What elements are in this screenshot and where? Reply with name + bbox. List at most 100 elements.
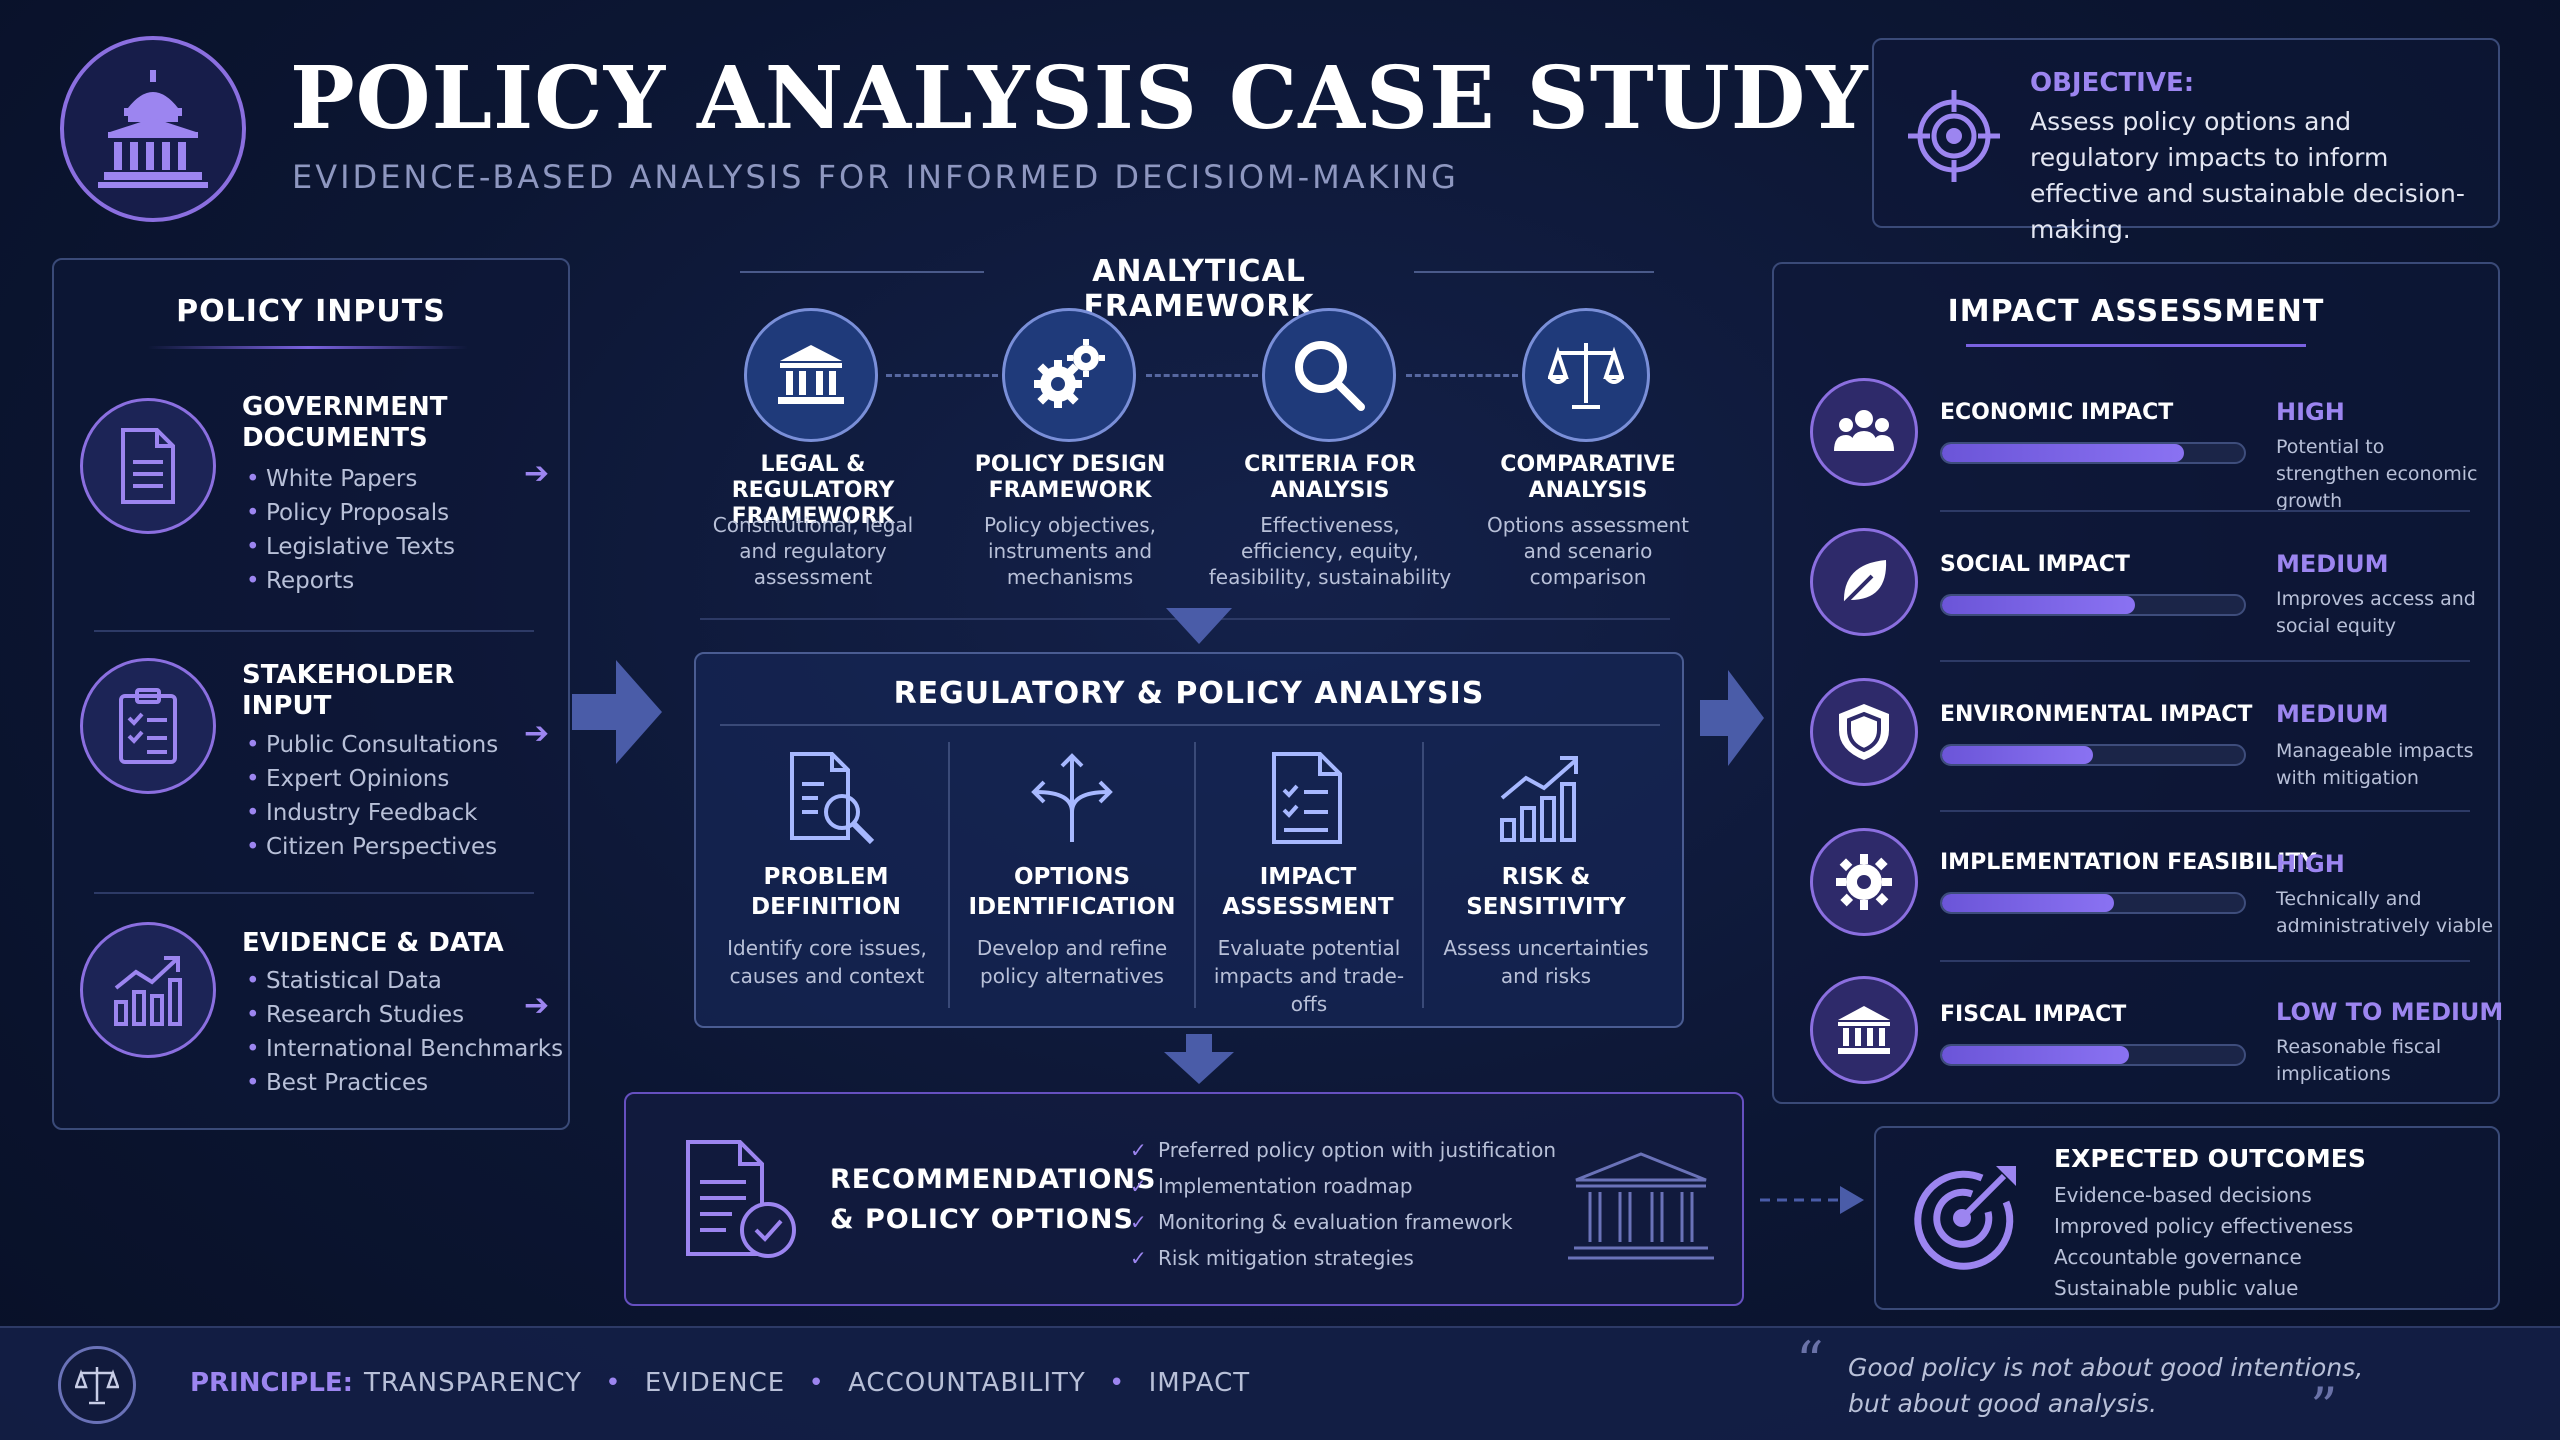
close-quote-icon: ”	[2310, 1376, 2338, 1439]
list-item: International Benchmarks	[244, 1032, 563, 1066]
magnifier-icon	[1262, 308, 1396, 442]
analysis-col-desc: Identify core issues, causes and context	[727, 936, 927, 988]
objective-panel: OBJECTIVE: Assess policy options and reg…	[1872, 38, 2500, 244]
framework-step-title: POLICY DESIGN FRAMEWORK	[974, 452, 1166, 503]
people-icon	[1810, 378, 1918, 486]
gears-icon	[1002, 308, 1136, 442]
bank-icon	[1810, 976, 1918, 1084]
impact-level: MEDIUM	[2276, 550, 2389, 578]
impact-label: ECONOMIC IMPACT	[1940, 400, 2174, 425]
list-item: Monitoring & evaluation framework	[1130, 1204, 1556, 1240]
impact-bar	[1940, 892, 2246, 914]
column-divider	[1194, 742, 1196, 1008]
document-search-icon	[784, 750, 880, 850]
principles-list: TRANSPARENCY • EVIDENCE • ACCOUNTABILITY…	[364, 1368, 1250, 1398]
document-check-icon	[682, 1138, 808, 1268]
framework-step-desc: Effectiveness, efficiency, equity, feasi…	[1208, 513, 1452, 589]
arrow-right-icon: ➔	[524, 988, 550, 1023]
trend-chart-icon	[1496, 750, 1586, 850]
framework-connector	[886, 374, 998, 377]
impact-level: LOW TO MEDIUM	[2276, 998, 2504, 1026]
policy-inputs-title: POLICY INPUTS	[176, 294, 446, 329]
list-item: Best Practices	[244, 1066, 563, 1100]
impact-bar-fill	[1942, 596, 2136, 614]
impact-bar-fill	[1942, 894, 2115, 912]
list-item: Statistical Data	[244, 964, 563, 998]
page-subtitle: EVIDENCE-BASED ANALYSIS FOR INFORMED DEC…	[292, 158, 1459, 196]
list-item: Research Studies	[244, 998, 563, 1032]
framework-step-title: LEGAL & REGULATORY FRAMEWORK	[731, 452, 895, 529]
recommendations-title: & POLICY OPTIONS	[830, 1204, 1134, 1235]
capitol-logo-icon	[60, 36, 246, 222]
impact-note: Potential to strengthen economic growth	[2276, 436, 2478, 512]
recommendations-panel: RECOMMENDATIONS & POLICY OPTIONS Preferr…	[624, 1092, 1744, 1306]
impact-title: IMPACT ASSESSMENT	[1947, 294, 2325, 329]
quote-text: Good policy is not about good intentions…	[1848, 1350, 2363, 1422]
impact-level: HIGH	[2276, 398, 2345, 426]
input-group-list: White Papers Policy Proposals Legislativ…	[244, 462, 455, 598]
building-icon	[1566, 1150, 1716, 1266]
outcomes-list: Evidence-based decisions Improved policy…	[2054, 1180, 2353, 1304]
divider	[1940, 960, 2470, 962]
quote-line: but about good analysis.	[1848, 1389, 2157, 1418]
outcomes-title: EXPECTED OUTCOMES	[2054, 1144, 2366, 1173]
list-item: Sustainable public value	[2054, 1276, 2299, 1300]
impact-bar	[1940, 1044, 2246, 1066]
divider	[720, 724, 1660, 726]
analysis-col-title: IMPACT ASSESSMENT	[1222, 864, 1394, 920]
column-divider	[948, 742, 950, 1008]
regulatory-title: REGULATORY & POLICY ANALYSIS	[893, 676, 1485, 711]
principle-item: EVIDENCE	[644, 1368, 786, 1398]
input-group-title: GOVERNMENT DOCUMENTS	[242, 392, 448, 453]
framework-title: ANALYTICAL FRAMEWORK	[1083, 254, 1315, 324]
divider	[94, 892, 534, 894]
list-item: Improved policy effectiveness	[2054, 1214, 2354, 1238]
impact-bar	[1940, 744, 2246, 766]
framework-step-desc: Options assessment and scenario comparis…	[1486, 513, 1690, 589]
dashed-arrow-icon	[1760, 1182, 1864, 1222]
principle-item: TRANSPARENCY	[364, 1368, 582, 1398]
list-item: Industry Feedback	[244, 796, 498, 830]
impact-level: MEDIUM	[2276, 700, 2389, 728]
scales-icon	[1522, 308, 1650, 442]
policy-inputs-panel: POLICY INPUTS GOVERNMENT DOCUMENTS White…	[52, 258, 570, 1130]
list-item: Evidence-based decisions	[2054, 1183, 2312, 1207]
framework-line-left	[740, 271, 984, 273]
quote-line: Good policy is not about good intentions…	[1848, 1353, 2364, 1382]
framework-step-desc: Policy objectives, instruments and mecha…	[984, 513, 1156, 589]
outcomes-panel: EXPECTED OUTCOMES Evidence-based decisio…	[1874, 1126, 2500, 1310]
input-group-title: STAKEHOLDER INPUT	[242, 660, 455, 721]
impact-note: Improves access and social equity	[2276, 588, 2476, 637]
framework-line-right	[1414, 271, 1654, 273]
bullet-separator: •	[1109, 1368, 1126, 1398]
arrow-down-icon	[1166, 608, 1232, 648]
impact-bar	[1940, 594, 2246, 616]
column-divider	[1422, 742, 1424, 1008]
principle-item: IMPACT	[1148, 1368, 1251, 1398]
document-icon	[80, 398, 216, 534]
impact-bar	[1940, 442, 2246, 464]
open-quote-icon: “	[1796, 1330, 1824, 1393]
framework-step-title: CRITERIA FOR ANALYSIS	[1244, 452, 1416, 503]
growth-chart-icon	[80, 922, 216, 1058]
analysis-col-desc: Assess uncertainties and risks	[1443, 936, 1649, 988]
divider	[1940, 510, 2470, 512]
list-item: Preferred policy option with justificati…	[1130, 1132, 1556, 1168]
list-item: Legislative Texts	[244, 530, 455, 564]
framework-step-desc: Constitutional, legal and regulatory ass…	[712, 513, 914, 589]
recommendations-list: Preferred policy option with justificati…	[1130, 1132, 1556, 1276]
target-icon	[1904, 86, 2004, 190]
recommendations-title: RECOMMENDATIONS	[830, 1164, 1157, 1195]
impact-note: Technically and administratively viable	[2276, 888, 2494, 937]
list-item: Policy Proposals	[244, 496, 455, 530]
bullseye-icon	[1906, 1158, 2026, 1282]
framework-connector	[1406, 374, 1518, 377]
list-item: White Papers	[244, 462, 455, 496]
framework-connector	[1146, 374, 1258, 377]
institution-icon	[744, 308, 878, 442]
checklist-icon	[1268, 750, 1348, 850]
list-item: Public Consultations	[244, 728, 498, 762]
flow-arrow-icon	[1700, 670, 1764, 770]
list-item: Reports	[244, 564, 455, 598]
list-item: Accountable governance	[2054, 1245, 2302, 1269]
